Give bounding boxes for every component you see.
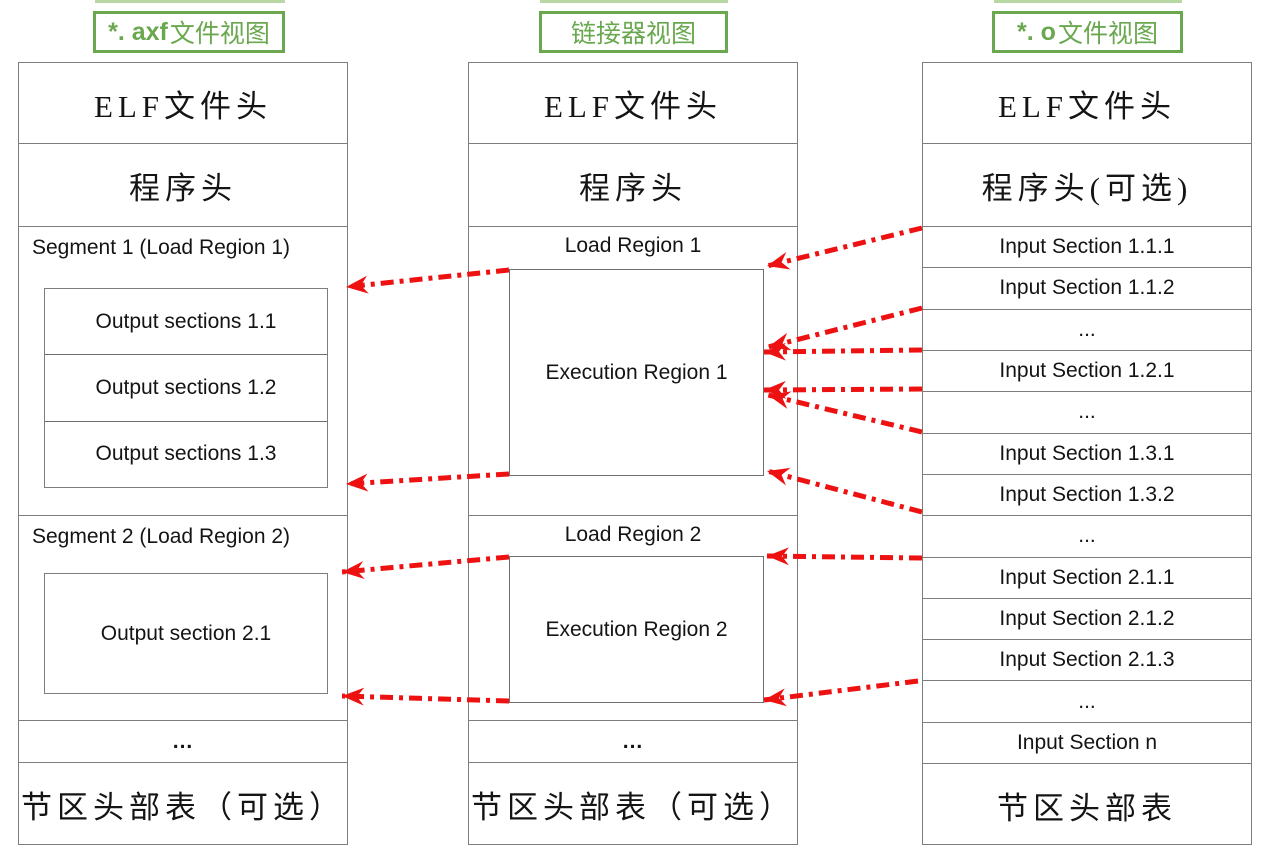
input-section-row: ... — [923, 681, 1251, 723]
axf-program-header-cell: 程序头 — [19, 144, 347, 227]
axf-output-section2-box: Output section 2.1 — [44, 573, 328, 694]
input-section-row: Input Section 1.3.2 — [923, 475, 1251, 517]
input-section-row: ... — [923, 310, 1251, 351]
cropped-green-strip — [994, 0, 1182, 3]
linker-elf-header-cell: ELF文件头 — [469, 63, 797, 144]
input-section-row: Input Section n — [923, 723, 1251, 765]
input-section-row: ... — [923, 392, 1251, 434]
axf-output-sections-box: Output sections 1.1 Output sections 1.2 … — [44, 288, 328, 488]
input-section-row: Input Section 1.2.1 — [923, 351, 1251, 393]
load-region2-label: Load Region 2 — [564, 523, 702, 546]
input-section-row: ... — [923, 516, 1251, 558]
axf-segment1-label: Segment 1 (Load Region 1) — [32, 236, 290, 259]
axf-view-title-latin: *. axf — [108, 17, 168, 46]
object-view-title-cjk: 文件视图 — [1057, 21, 1158, 48]
linker-section-header-table-cell: 节区头部表（可选） — [471, 790, 795, 825]
input-section-row: Input Section 1.1.2 — [923, 268, 1251, 310]
input-section-row: Input Section 1.1.1 — [923, 227, 1251, 269]
cropped-green-strip — [95, 0, 285, 3]
axf-ellipsis-cell: ... — [19, 721, 347, 763]
linker-program-header-cell: 程序头 — [469, 144, 797, 227]
o-section-header-table-cell: 节区头部表 — [997, 790, 1177, 826]
linker-view-title: 链接器视图 — [539, 11, 728, 53]
execution-region2-box: Execution Region 2 — [509, 556, 764, 703]
execution-region1-box: Execution Region 1 — [509, 269, 764, 476]
output-section-row: Output sections 1.2 — [45, 354, 327, 420]
output-section-row: Output sections 1.3 — [45, 420, 327, 487]
load-region1: Load Region 1 Execution Region 1 — [469, 227, 797, 516]
load-region1-label: Load Region 1 — [564, 234, 702, 257]
input-section-row: Input Section 2.1.2 — [923, 599, 1251, 641]
o-elf-header-cell: ELF文件头 — [923, 63, 1251, 144]
object-view-title-latin: *. o — [1017, 17, 1056, 46]
axf-segment2-region: Segment 2 (Load Region 2) — [19, 516, 347, 721]
load-region2: Load Region 2 Execution Region 2 — [469, 516, 797, 721]
axf-segment2-label: Segment 2 (Load Region 2) — [32, 525, 290, 548]
cropped-green-strip — [540, 0, 728, 3]
linker-ellipsis-cell: ... — [469, 721, 797, 763]
o-program-header-cell: 程序头(可选) — [923, 144, 1251, 227]
axf-elf-header-cell: ELF文件头 — [19, 63, 347, 144]
input-section-row: Input Section 1.3.1 — [923, 434, 1251, 475]
input-section-row: Input Section 2.1.3 — [923, 640, 1251, 682]
output-section-row: Output section 2.1 — [100, 621, 272, 645]
output-section-row: Output sections 1.1 — [95, 309, 277, 333]
axf-segment1-region: Segment 1 (Load Region 1) — [19, 227, 347, 516]
axf-section-header-table-cell: 节区头部表（可选） — [21, 790, 345, 825]
linker-view-title-cjk: 链接器视图 — [570, 21, 696, 48]
linker-column: ELF文件头 程序头 Load Region 1 Execution Regio… — [468, 62, 798, 845]
input-section-row: Input Section 2.1.1 — [923, 558, 1251, 599]
axf-file-column: ELF文件头 程序头 Segment 1 (Load Region 1) Out… — [18, 62, 348, 845]
axf-view-title-cjk: 文件视图 — [169, 21, 270, 48]
